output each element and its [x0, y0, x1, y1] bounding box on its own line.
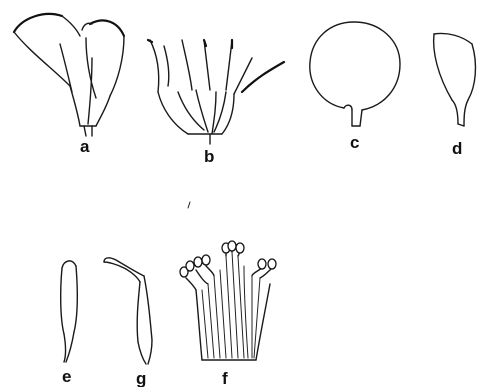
figure-g-petal-drawing [104, 258, 152, 364]
figure-d-petal-drawing [434, 33, 476, 126]
figure-b-label: b [204, 147, 214, 166]
figure-a-calyx-drawing [14, 14, 124, 136]
figure-d-label: d [452, 139, 462, 158]
figure-f-stamen-bundle-drawing [180, 241, 276, 360]
figure-e-label: e [62, 367, 71, 386]
figure-c-petal-drawing [310, 22, 400, 126]
figure-e-petal-drawing [61, 261, 78, 362]
figure-g-label: g [136, 369, 146, 387]
figure-a-label: a [80, 137, 90, 156]
figure-c-label: c [350, 133, 359, 152]
figure-b-calyx-drawing [148, 40, 284, 144]
figure-f-label: f [222, 369, 228, 387]
stray-mark [188, 202, 190, 208]
